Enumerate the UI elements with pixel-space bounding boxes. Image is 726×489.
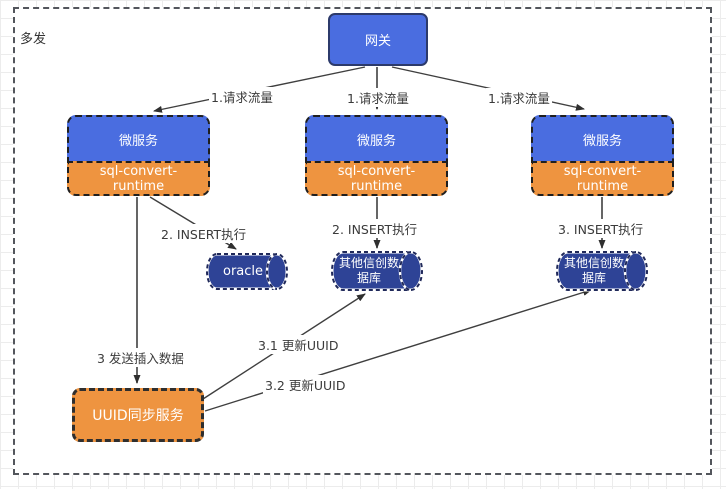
sql-convert-runtime-right[interactable]: sql-convert-runtime (531, 161, 674, 196)
db-other-mid-cylinder[interactable] (330, 250, 424, 292)
microservice-mid-title: 微服务 (305, 115, 448, 161)
sql-convert-runtime-left[interactable]: sql-convert-runtime (67, 161, 210, 196)
sql-convert-runtime-mid[interactable]: sql-convert-runtime (305, 161, 448, 196)
gateway-label: 网关 (364, 34, 391, 49)
microservice-right-title: 微服务 (531, 115, 674, 161)
uuid-sync-service-node[interactable]: UUID同步服务 (72, 388, 204, 442)
edge-label-request-left: 1.请求流量 (209, 87, 275, 106)
sql-convert-runtime-mid-label: sql-convert-runtime (337, 163, 416, 194)
sql-convert-runtime-right-label: sql-convert-runtime (563, 163, 642, 194)
microservice-right[interactable]: 微服务 sql-convert-runtime (531, 115, 674, 196)
db-other-right-cylinder[interactable] (555, 250, 649, 292)
gateway-node[interactable]: 网关 (328, 13, 428, 66)
edge-label-insert-mid: 2. INSERT执行 (330, 219, 420, 238)
microservice-left-title: 微服务 (67, 115, 210, 161)
edge-label-request-right: 1.请求流量 (486, 88, 552, 107)
sql-convert-runtime-left-label: sql-convert-runtime (99, 163, 178, 194)
edge-label-request-mid: 1.请求流量 (345, 88, 411, 107)
microservice-left-label: 微服务 (118, 133, 158, 149)
edge-label-send-insert: 3 发送插入数据 (95, 348, 186, 367)
microservice-left[interactable]: 微服务 sql-convert-runtime (67, 115, 210, 196)
microservice-right-label: 微服务 (582, 133, 622, 149)
edge-label-update-uuid-1: 3.1 更新UUID (256, 335, 341, 354)
microservice-mid[interactable]: 微服务 sql-convert-runtime (305, 115, 448, 196)
db-oracle-cylinder[interactable] (205, 252, 289, 291)
group-label: 多发 (20, 32, 47, 47)
edge-label-update-uuid-2: 3.2 更新UUID (263, 375, 348, 394)
microservice-mid-label: 微服务 (356, 133, 396, 149)
uuid-sync-service-label: UUID同步服务 (92, 408, 184, 424)
edge-label-insert-left: 2. INSERT执行 (159, 224, 249, 243)
edge-label-insert-right: 3. INSERT执行 (556, 219, 646, 238)
